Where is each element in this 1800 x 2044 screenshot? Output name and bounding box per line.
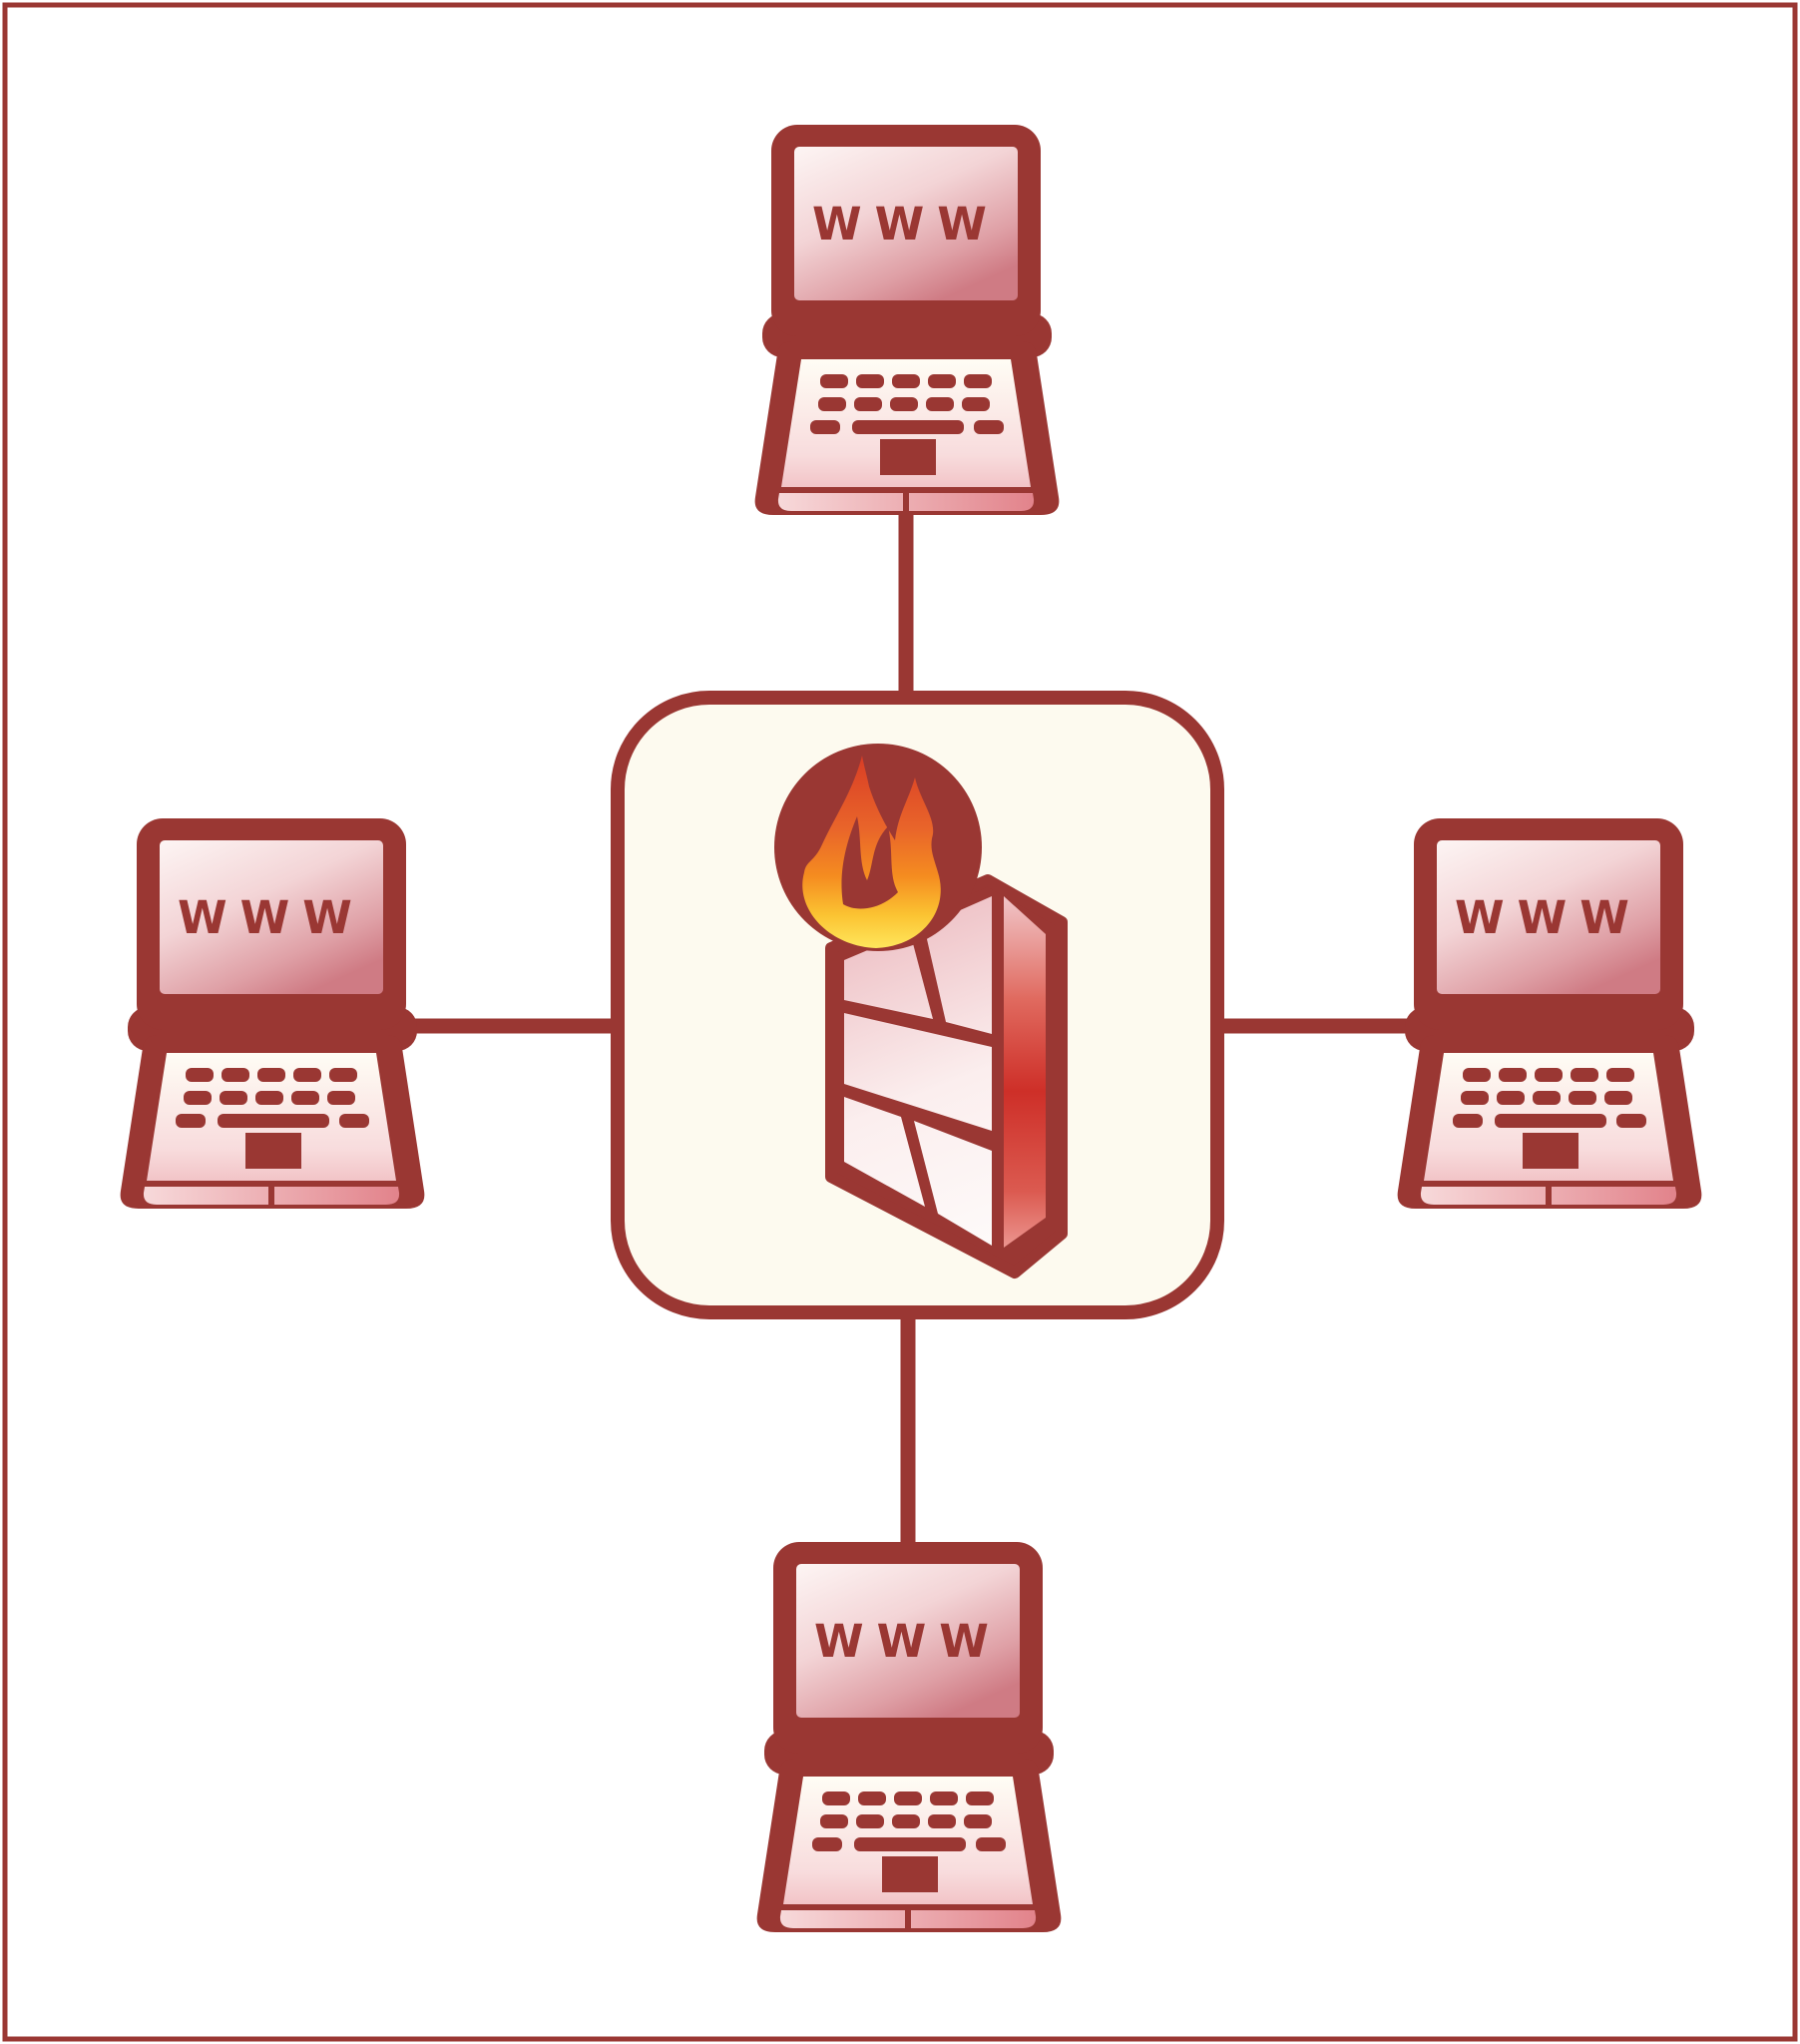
flame-body: [802, 756, 941, 948]
laptop-screen-label-left: WWW: [178, 891, 365, 944]
network-edges: [411, 504, 1415, 1553]
laptop-node-right: [1397, 818, 1702, 1209]
brick: [844, 932, 933, 1019]
wall-side-face: [1004, 896, 1046, 1248]
laptop-screen-label-bottom: WWW: [814, 1615, 1002, 1668]
brick: [844, 1013, 992, 1131]
wall-front-face: [844, 896, 992, 1246]
laptop-screen-label-top: WWW: [812, 198, 1000, 251]
flame-icon: [774, 744, 982, 951]
brick: [914, 1121, 992, 1246]
brick-wall-icon: [825, 874, 1068, 1278]
flame-inner-tongues: [841, 816, 898, 909]
brick: [844, 1097, 925, 1207]
laptop-screen-label-right: WWW: [1455, 891, 1642, 944]
brick: [924, 896, 992, 1034]
laptop-node-top: [754, 125, 1060, 515]
laptop-node-bottom: [756, 1542, 1062, 1932]
laptop-node-left: [120, 818, 425, 1209]
